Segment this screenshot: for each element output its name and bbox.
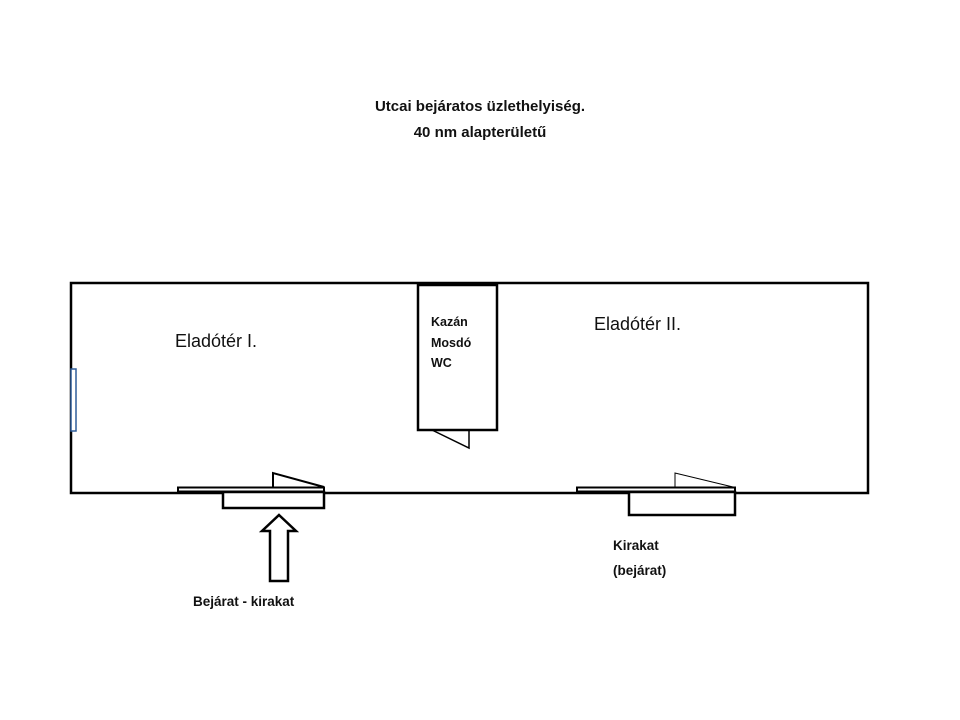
utility-room	[416, 283, 499, 432]
title-line-2: 40 nm alapterületű	[413, 124, 547, 141]
right-window-label-line-2: (bejárat)	[613, 563, 667, 578]
entrance-door-swing	[272, 471, 325, 488]
right-window-label-line-1: Kirakat	[613, 538, 659, 553]
utility-label-boiler: Kazán	[431, 315, 468, 329]
right-shop-window	[627, 490, 737, 517]
room-label-left: Eladótér I.	[175, 331, 258, 351]
utility-room-labels: Kazán Mosdó WC	[431, 312, 471, 374]
utility-door-swing	[431, 429, 470, 450]
side-window	[70, 368, 77, 432]
entrance-label: Bejárat - kirakat	[193, 594, 295, 609]
plan-title: Utcai bejáratos üzlethelyiség. 40 nm ala…	[0, 94, 960, 146]
utility-label-washbasin: Mosdó	[431, 335, 472, 350]
room-label-right: Eladótér II.	[594, 314, 682, 334]
entrance-arrow-icon	[258, 513, 300, 583]
utility-label-wc: WC	[431, 356, 452, 370]
right-window-label: Kirakat (bejárat)	[613, 533, 666, 583]
entrance-shop-window	[221, 490, 326, 510]
title-line-1: Utcai bejáratos üzlethelyiség.	[374, 98, 586, 115]
right-door-swing	[674, 472, 734, 488]
